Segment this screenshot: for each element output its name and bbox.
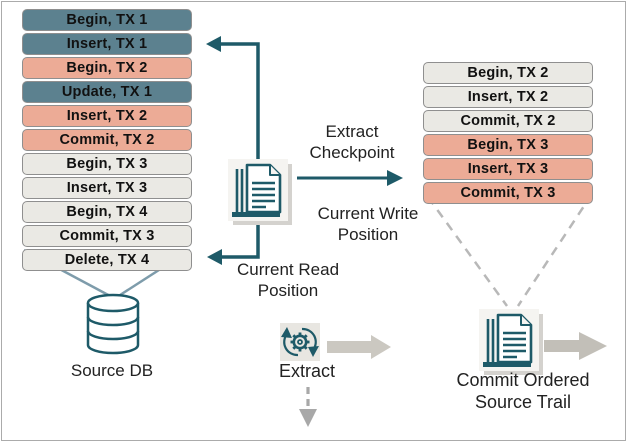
trail-row: Begin, TX 3 — [423, 134, 593, 156]
trail-row: Commit, TX 2 — [423, 110, 593, 132]
trail-files-icon — [477, 307, 545, 377]
current-read-position-arrow — [207, 221, 260, 265]
database-cylinder-icon — [86, 293, 140, 355]
trail-row: Begin, TX 2 — [423, 62, 593, 84]
log-row: Commit, TX 3 — [22, 225, 192, 247]
log-row: Begin, TX 1 — [22, 9, 192, 31]
extract-down-arrow — [299, 387, 317, 427]
trail-row: Commit, TX 3 — [423, 182, 593, 204]
trail-row: Insert, TX 2 — [423, 86, 593, 108]
current-write-position-arrow — [297, 170, 403, 186]
trail-row: Insert, TX 3 — [423, 158, 593, 180]
extract-label: Extract — [278, 361, 335, 381]
gear-sync-icon — [280, 323, 320, 361]
source-db-label: Source DB — [70, 361, 154, 380]
log-row: Delete, TX 4 — [22, 249, 192, 271]
log-row: Insert, TX 1 — [22, 33, 192, 55]
current-write-position-label: Current Write Position — [317, 204, 419, 244]
commit-ordered-source-trail-label: Commit Ordered Source Trail — [456, 370, 590, 412]
log-row: Begin, TX 4 — [22, 201, 192, 223]
current-read-position-label: Current Read Position — [236, 260, 340, 300]
log-row: Insert, TX 3 — [22, 177, 192, 199]
log-row: Insert, TX 2 — [22, 105, 192, 127]
trail-output-arrow — [544, 332, 607, 360]
log-row: Update, TX 1 — [22, 81, 192, 103]
log-row: Begin, TX 2 — [22, 57, 192, 79]
right-funnel-dashed-lines — [426, 193, 594, 307]
log-position-arrow-top — [206, 36, 260, 162]
extract-checkpoint-label: Extract Checkpoint — [309, 122, 395, 162]
source-log-stack: Begin, TX 1 Insert, TX 1 Begin, TX 2 Upd… — [22, 9, 192, 271]
trail-records-stack: Begin, TX 2 Insert, TX 2 Commit, TX 2 Be… — [423, 62, 593, 204]
checkpoint-files-icon — [226, 157, 294, 227]
log-row: Begin, TX 3 — [22, 153, 192, 175]
extract-flow-arrow — [327, 335, 391, 359]
log-row: Commit, TX 2 — [22, 129, 192, 151]
